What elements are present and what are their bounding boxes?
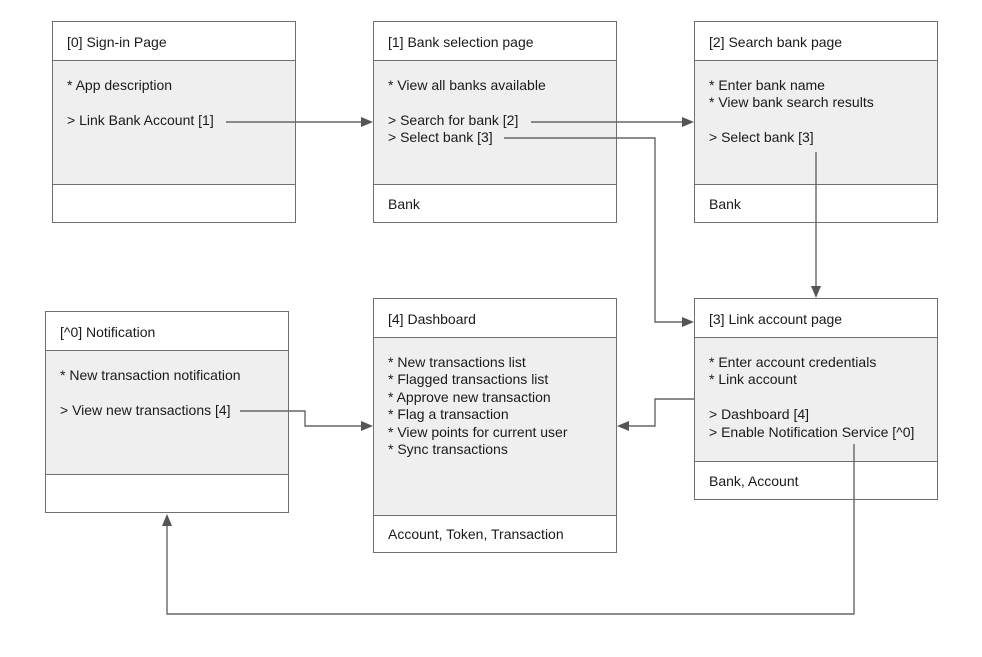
node-title: [4] Dashboard: [374, 299, 616, 338]
arrowhead-icon: [811, 286, 821, 298]
node-footer: Bank, Account: [695, 462, 937, 499]
node-link-line[interactable]: > View new transactions [4]: [60, 401, 231, 418]
node-line-gap: [709, 112, 923, 129]
node-body: * Enter account credentials * Link accou…: [695, 338, 937, 462]
arrowhead-icon: [682, 317, 694, 327]
node-line: * Approve new transaction: [388, 388, 551, 405]
node-line: * View points for current user: [388, 423, 568, 440]
node-bank-selection-page[interactable]: [1] Bank selection page * View all banks…: [373, 21, 617, 223]
node-line: * Flagged transactions list: [388, 371, 549, 388]
node-line: * View all banks available: [388, 77, 546, 93]
node-footer: Account, Token, Transaction: [374, 516, 616, 552]
node-dashboard[interactable]: [4] Dashboard * New transactions list * …: [373, 298, 617, 553]
arrowhead-icon: [682, 117, 694, 127]
node-footer: [53, 185, 295, 222]
node-title: [1] Bank selection page: [374, 22, 616, 61]
node-line: * New transaction notification: [60, 367, 241, 383]
arrowhead-icon: [361, 117, 373, 127]
node-footer: Bank: [374, 185, 616, 222]
node-search-bank-page[interactable]: [2] Search bank page * Enter bank name *…: [694, 21, 938, 223]
node-line: * Enter bank name: [709, 77, 825, 93]
node-body: * View all banks available > Search for …: [374, 61, 616, 185]
node-line-gap: [388, 94, 602, 111]
node-body: * App description > Link Bank Account [1…: [53, 61, 295, 185]
node-footer: Bank: [695, 185, 937, 222]
node-line: * View bank search results: [709, 94, 874, 111]
node-link-line[interactable]: > Dashboard [4]: [709, 406, 810, 423]
arrowhead-icon: [617, 421, 629, 431]
node-link-line[interactable]: > Select bank [3]: [388, 129, 493, 146]
node-line: * App description: [67, 77, 173, 93]
node-line: * New transactions list: [388, 354, 526, 370]
node-line-gap: [67, 94, 281, 111]
node-footer: [46, 475, 288, 512]
node-link-line[interactable]: > Select bank [3]: [709, 129, 814, 146]
node-line-gap: [60, 384, 274, 401]
node-line: * Flag a transaction: [388, 406, 509, 423]
arrowhead-icon: [361, 421, 373, 431]
node-body: * Enter bank name * View bank search res…: [695, 61, 937, 185]
node-title: [2] Search bank page: [695, 22, 937, 61]
node-body: * New transaction notification > View ne…: [46, 351, 288, 475]
edge-link-account-to-dashboard: [628, 398, 694, 427]
node-title: [0] Sign-in Page: [53, 22, 295, 61]
node-link-account-page[interactable]: [3] Link account page * Enter account cr…: [694, 298, 938, 500]
node-notification[interactable]: [^0] Notification * New transaction noti…: [45, 311, 289, 513]
node-line: * Enter account credentials: [709, 354, 877, 370]
node-title: [3] Link account page: [695, 299, 937, 338]
node-link-line[interactable]: > Enable Notification Service [^0]: [709, 423, 915, 440]
node-line-gap: [709, 389, 923, 406]
node-title: [^0] Notification: [46, 312, 288, 351]
node-body: * New transactions list * Flagged transa…: [374, 338, 616, 516]
node-signin-page[interactable]: [0] Sign-in Page * App description > Lin…: [52, 21, 296, 223]
node-line: * Sync transactions: [388, 441, 508, 458]
node-link-line[interactable]: > Search for bank [2]: [388, 111, 519, 128]
arrowhead-icon: [162, 514, 172, 526]
node-link-line[interactable]: > Link Bank Account [1]: [67, 111, 214, 128]
node-line: * Link account: [709, 371, 797, 388]
